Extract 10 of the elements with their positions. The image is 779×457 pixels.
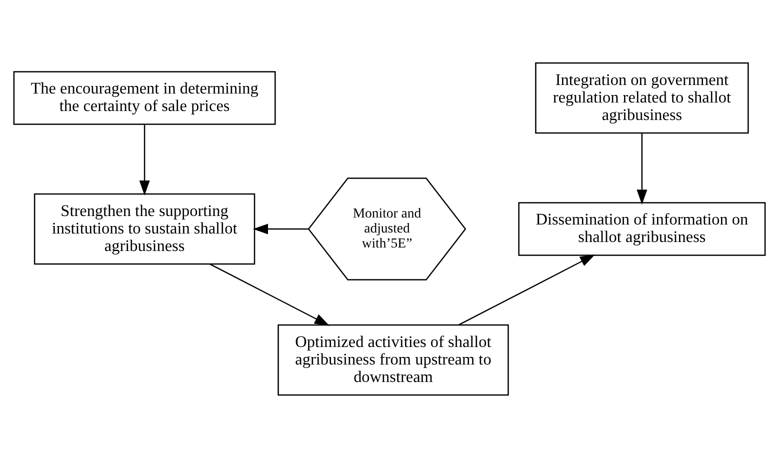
arrow xyxy=(253,223,309,234)
node-box: Integration on government regulation related to shallot agribusiness xyxy=(535,62,749,134)
arrow xyxy=(139,124,150,196)
arrow xyxy=(636,132,648,204)
arrow xyxy=(458,254,596,326)
node-box: Strengthen the supporting institutions to sustain shallot agribusiness xyxy=(34,192,256,264)
node-box: The encouragement in determining the certainty of sale prices xyxy=(13,70,276,124)
node-box: Optimized activities of shallot agribusiness from upstream to downstream xyxy=(278,324,509,396)
arrow xyxy=(210,262,330,326)
node-box: Dissemination of information on shallot agribusiness xyxy=(518,202,766,256)
